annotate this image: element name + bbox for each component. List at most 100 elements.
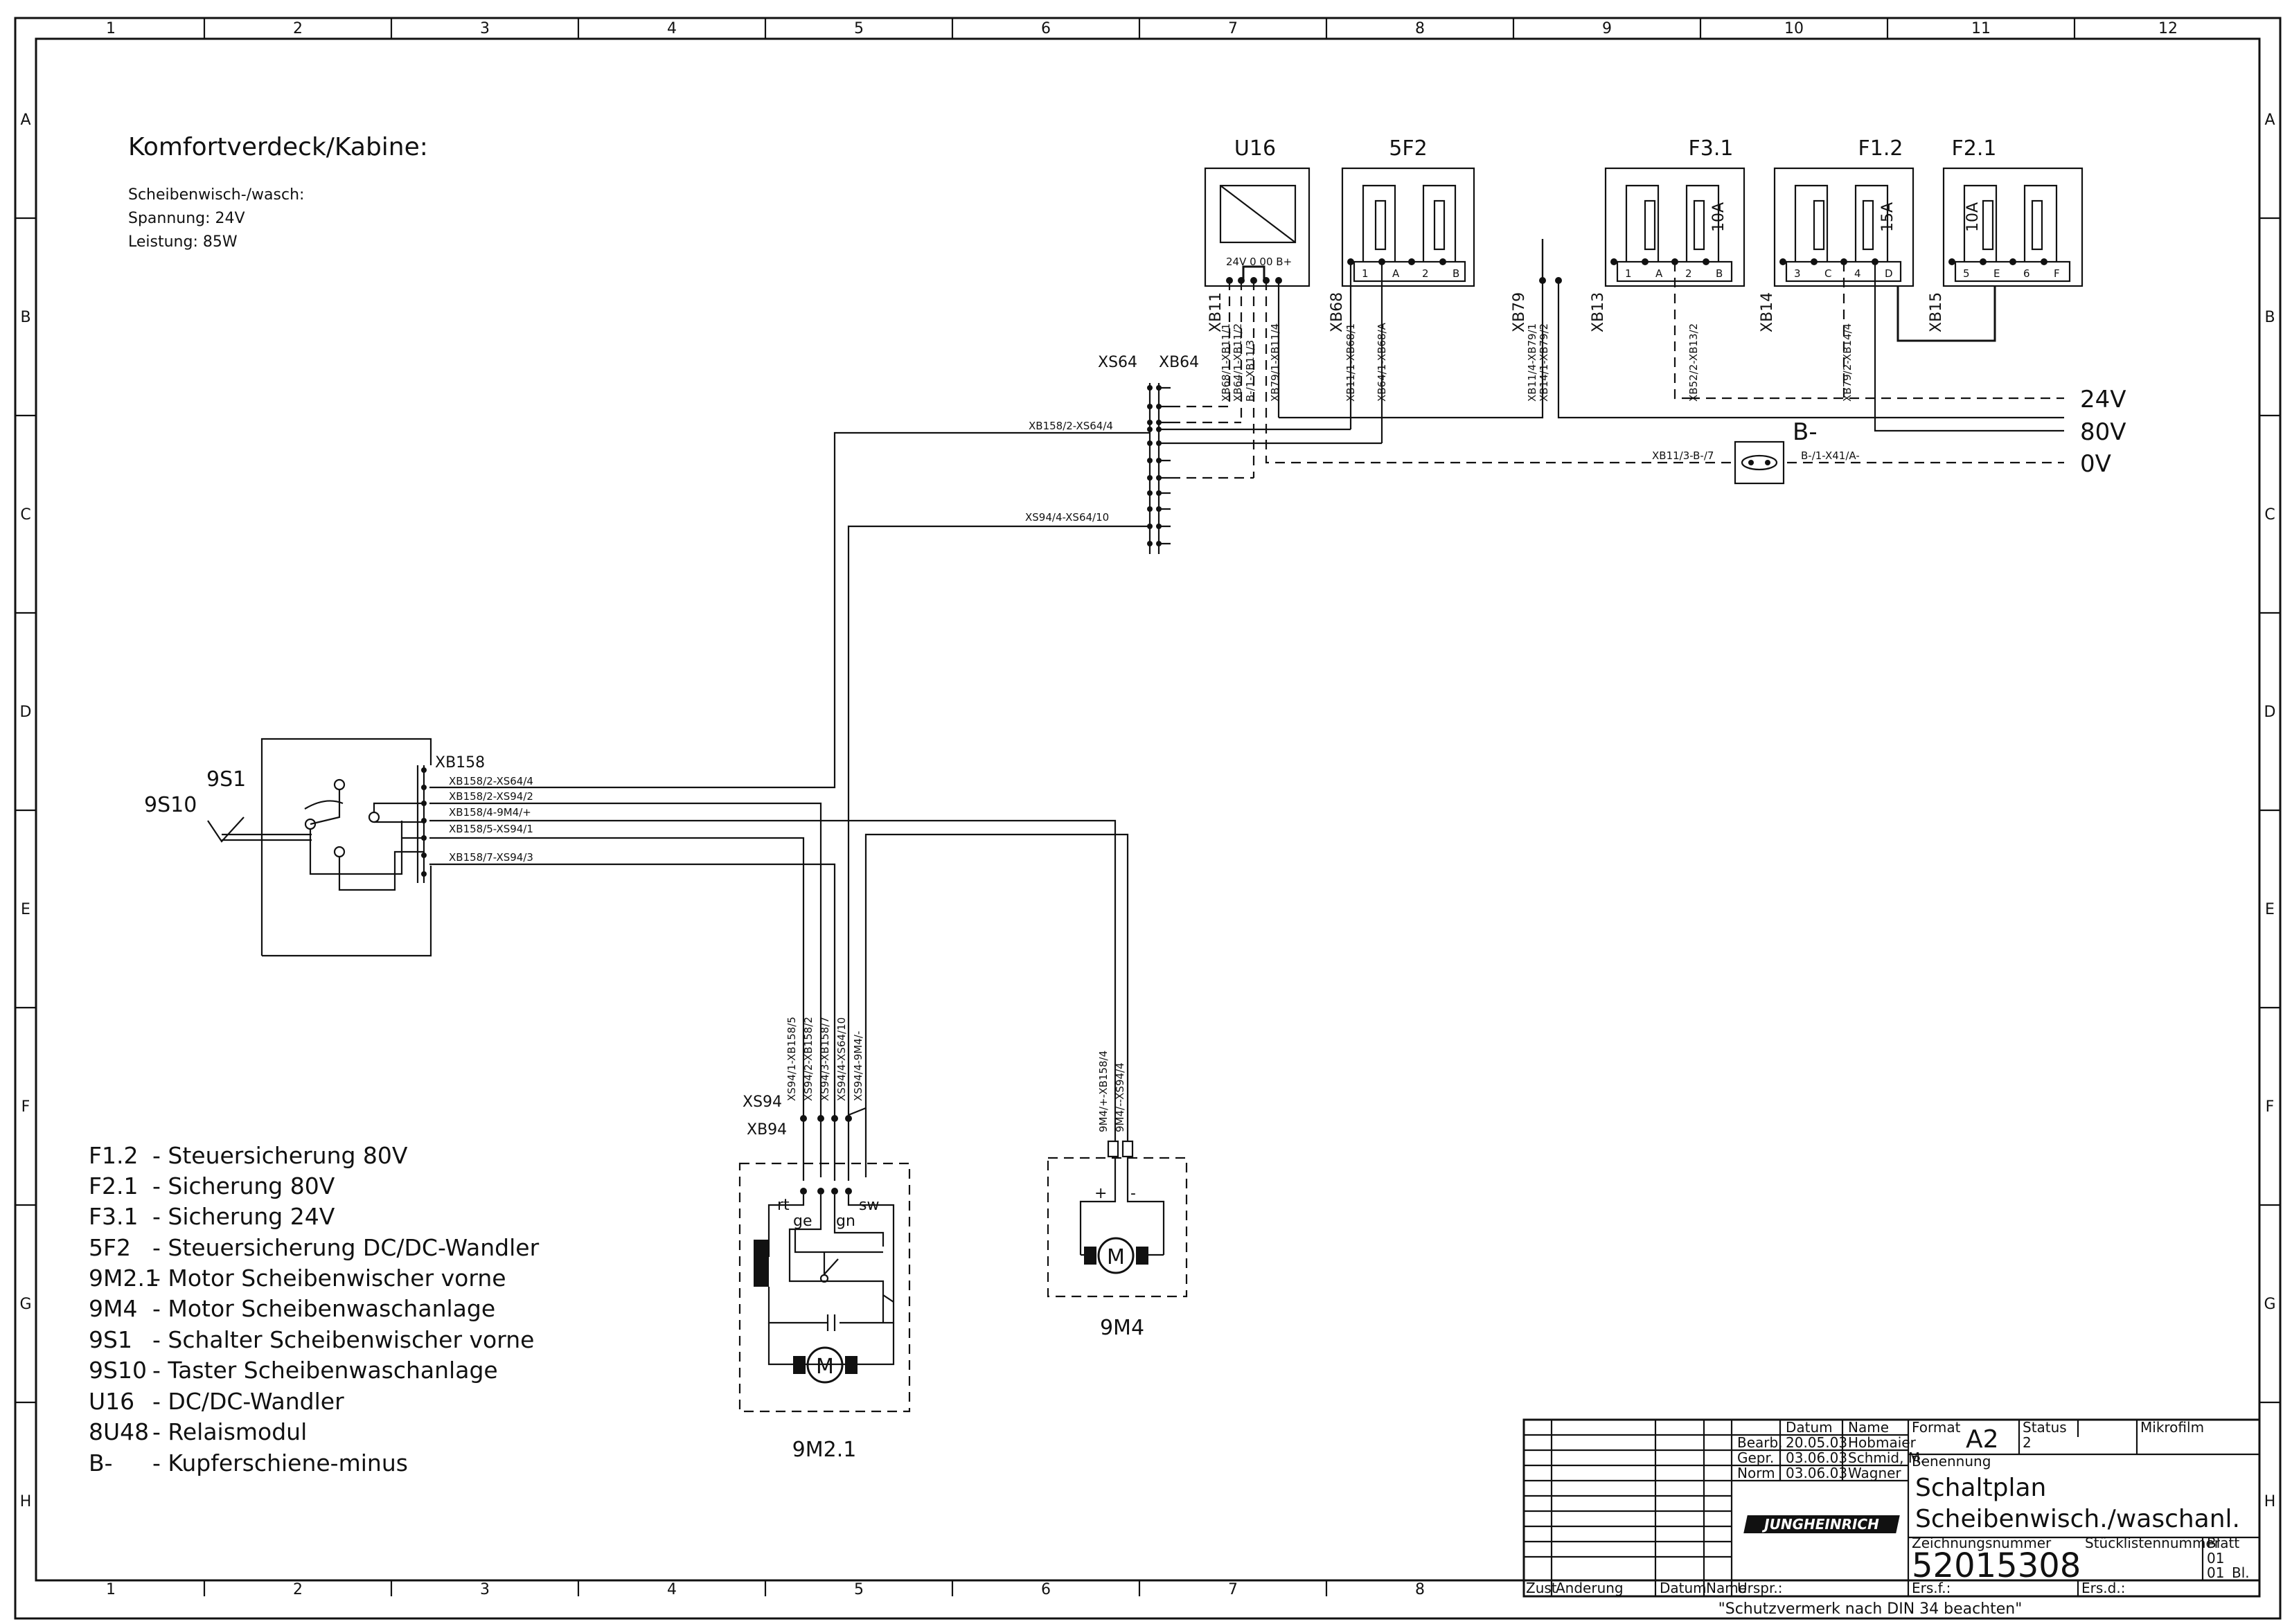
wire-xb11-3: B-/1-XB11/3 xyxy=(1244,340,1256,402)
module-f2-1: F2.1 10A 5 E 6 F xyxy=(1942,136,2084,287)
m4-symbol: M xyxy=(1107,1245,1125,1269)
wire-xb11-1: XB68/1-XB11/1 xyxy=(1220,323,1232,402)
wire-xs94-4: XS94/4-XS64/10 xyxy=(835,1017,848,1101)
header-block: Komfortverdeck/Kabine: Scheibenwisch-/wa… xyxy=(128,133,428,251)
f21-tf: F xyxy=(2054,267,2060,280)
tb-col-name: Name xyxy=(1848,1419,1889,1436)
wire-xb158-7: XB158/7-XS94/3 xyxy=(449,851,533,864)
grid-col-4: 4 xyxy=(667,20,677,37)
module-u16: U16 24V 0 00 B+ xyxy=(1204,136,1311,287)
module-f1-2: F1.2 15A 3 C 4 D xyxy=(1773,136,1915,287)
rail-0v: 0V xyxy=(2080,450,2111,478)
u16-terminals: 24V 0 00 B+ xyxy=(1226,256,1292,268)
legend-code-11: B- xyxy=(89,1449,113,1476)
m4-minus: - xyxy=(1130,1185,1136,1202)
f12-t3: 3 xyxy=(1794,267,1801,280)
tb-footer: "Schutzvermerk nach DIN 34 beachten" xyxy=(1718,1600,2023,1618)
u16-label: U16 xyxy=(1234,136,1276,161)
logo-text: JUNGHEINRICH xyxy=(1761,1516,1879,1533)
wire-xb158-2: XB158/2-XS64/4 xyxy=(449,775,533,787)
f31-t1: 1 xyxy=(1625,267,1632,280)
grid-col-8-bottom: 8 xyxy=(1415,1581,1425,1598)
grid-row-h-right: H xyxy=(2264,1493,2276,1510)
company-logo: JUNGHEINRICH xyxy=(1743,1515,1900,1533)
top-wire-labels: XB158/2-XS64/4 XS94/4-XS64/10 XB11/3-B-/… xyxy=(1025,420,1860,524)
module-wire-labels: XB68/1-XB11/1 XB64/1-XB11/2 B-/1-XB11/3 … xyxy=(1220,322,1854,402)
m4-label: 9M4 xyxy=(1100,1316,1144,1340)
f31-t2: 2 xyxy=(1685,267,1692,280)
legend-desc-5: - Motor Scheibenwischer vorne xyxy=(152,1265,506,1292)
tb-ersd: Ers.d.: xyxy=(2081,1580,2125,1596)
wire-xb158-5: XB158/5-XS94/1 xyxy=(449,823,533,835)
legend-desc-1: - Steuersicherung 80V xyxy=(152,1142,408,1169)
title-block: Datum Name Bearb. 20.05.03 Hobmaier Gepr… xyxy=(1522,1418,2261,1618)
tb-bearb-date: 20.05.03 xyxy=(1786,1434,1847,1451)
drawing-frame: 1 2 3 4 5 6 7 8 9 10 11 12 1 2 3 4 5 6 7… xyxy=(14,17,2282,1620)
tb-zeichnungsnummer-label: Zeichnungsnummer xyxy=(1912,1535,2052,1551)
grid-col-5: 5 xyxy=(854,20,864,37)
f31-label: F3.1 xyxy=(1689,136,1734,161)
tb-benennung-2: Scheibenwisch./waschanl. xyxy=(1915,1505,2240,1533)
conn-xs94: XS94 xyxy=(743,1094,782,1111)
conn-xb11: XB11 xyxy=(1207,292,1225,332)
tb-zeichnungsnummer: 52015308 xyxy=(1912,1546,2081,1585)
conn-xb68: XB68 xyxy=(1329,292,1346,332)
grid-col-7-bottom: 7 xyxy=(1228,1581,1238,1598)
tb-format: A2 xyxy=(1966,1425,1999,1454)
tb-datum-2: Datum xyxy=(1660,1580,1707,1596)
f31-rating: 10A xyxy=(1710,202,1727,232)
grid-row-d: D xyxy=(20,704,32,721)
legend-code-6: 9M4 xyxy=(89,1295,137,1322)
tb-zust: Zust xyxy=(1526,1580,1557,1596)
grid-col-9: 9 xyxy=(1602,20,1612,37)
legend-desc-9: - DC/DC-Wandler xyxy=(152,1388,344,1415)
m4-plus: + xyxy=(1094,1185,1107,1202)
connector-xs94: XS94 XB94 XS94/1-XB158/5 XS94/2-XB158/2 … xyxy=(743,1017,867,1181)
top-wiring xyxy=(429,239,2064,1101)
tb-gepr: Gepr. xyxy=(1737,1449,1774,1466)
legend-code-10: 8U48 xyxy=(89,1418,149,1445)
conn-xb79: XB79 xyxy=(1511,292,1528,332)
f12-rating: 15A xyxy=(1879,202,1896,232)
grid-row-c: C xyxy=(20,506,30,524)
legend-desc-4: - Steuersicherung DC/DC-Wandler xyxy=(152,1234,540,1261)
tb-blatt-2: 01 xyxy=(2207,1564,2224,1581)
legend-code-2: F2.1 xyxy=(89,1172,138,1199)
conn-xb14: XB14 xyxy=(1759,292,1776,332)
legend-code-8: 9S10 xyxy=(89,1357,147,1384)
tb-benennung-label: Benennung xyxy=(1912,1453,1991,1470)
rail-labels: 24V 80V 0V B- xyxy=(1793,386,2126,478)
grid-col-6: 6 xyxy=(1041,20,1051,37)
legend-desc-7: - Schalter Scheibenwischer vorne xyxy=(152,1326,534,1353)
tb-col-datum: Datum xyxy=(1786,1419,1833,1436)
rail-bminus: B- xyxy=(1793,418,1818,446)
rail-24v: 24V xyxy=(2080,386,2126,413)
rail-80v: 80V xyxy=(2080,418,2126,446)
grid-col-10: 10 xyxy=(1784,20,1804,37)
legend-desc-2: - Sicherung 80V xyxy=(152,1172,335,1199)
tb-mikrofilm: Mikrofilm xyxy=(2140,1419,2204,1436)
page-title: Komfortverdeck/Kabine: xyxy=(128,133,428,161)
conn-xb94: XB94 xyxy=(747,1121,787,1139)
switch-9s1: 9S1 9S10 XB158 xyxy=(144,738,485,957)
tb-stueckliste-label: Stücklistennummer xyxy=(2085,1535,2221,1551)
switch-9s1-label: 9S1 xyxy=(206,767,246,792)
m21-label: 9M2.1 xyxy=(792,1438,857,1462)
tb-norm-date: 03.06.03 xyxy=(1786,1465,1847,1481)
legend-code-7: 9S1 xyxy=(89,1326,132,1353)
f12-label: F1.2 xyxy=(1858,136,1903,161)
wire-m4-1: 9M4/+-XB158/4 xyxy=(1097,1051,1110,1132)
wire-bminus-left: XB11/3-B-/7 xyxy=(1652,449,1714,462)
grid-row-c-right: C xyxy=(2264,506,2275,524)
wire-xb79-1: XB11/4-XB79/1 xyxy=(1526,323,1538,402)
f21-label: F2.1 xyxy=(1952,136,1997,161)
grid-col-7: 7 xyxy=(1228,20,1238,37)
legend-desc-3: - Sicherung 24V xyxy=(152,1203,335,1230)
5f2-t2: 2 xyxy=(1422,267,1429,280)
wire-m4-2: 9M4/--XS94/4 xyxy=(1114,1062,1126,1132)
grid-col-12: 12 xyxy=(2158,20,2178,37)
switch-wiring xyxy=(429,802,1129,1181)
module-5f2: 5F2 1 A 2 B xyxy=(1341,136,1475,287)
